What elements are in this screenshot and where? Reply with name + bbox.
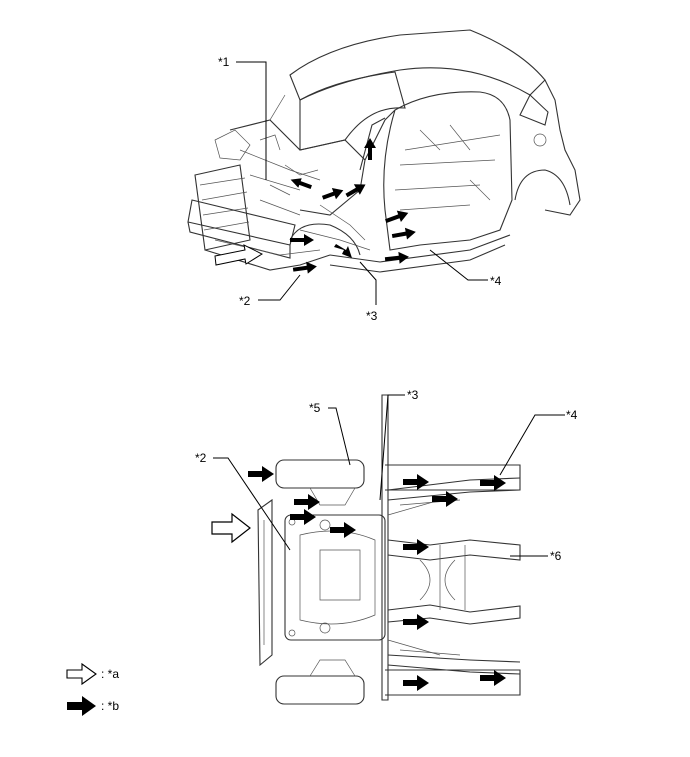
top-callout-leaders bbox=[236, 61, 488, 305]
callout-3-bottom: *3 bbox=[407, 388, 419, 402]
callout-2-bottom: *2 bbox=[195, 451, 207, 465]
solid-arrow-icon bbox=[403, 474, 429, 490]
car-body-shell-3d bbox=[187, 29, 581, 273]
top-solid-arrows bbox=[290, 138, 416, 274]
solid-arrow-icon bbox=[384, 251, 409, 264]
outline-arrow-icon bbox=[66, 662, 97, 686]
solid-arrow-icon bbox=[290, 178, 312, 189]
solid-arrow-icon bbox=[403, 675, 429, 691]
solid-arrow-icon bbox=[364, 138, 376, 160]
solid-arrow-icon bbox=[330, 522, 356, 538]
underbody-view bbox=[257, 394, 521, 705]
solid-arrow-icon bbox=[248, 466, 274, 482]
solid-arrow-icon bbox=[345, 184, 366, 198]
solid-arrow-icon bbox=[480, 670, 506, 686]
solid-arrow-icon bbox=[391, 227, 416, 240]
legend-solid-label: : *b bbox=[101, 699, 119, 713]
solid-arrow-icon bbox=[290, 234, 314, 246]
legend-outline-label: : *a bbox=[101, 667, 119, 681]
solid-arrow-icon bbox=[292, 261, 317, 274]
outline-arrow-icon bbox=[211, 512, 251, 544]
solid-arrow-icon bbox=[403, 539, 429, 555]
solid-arrow-icon bbox=[403, 614, 429, 630]
callout-4-top: *4 bbox=[490, 274, 502, 288]
solid-arrow-icon bbox=[480, 475, 506, 491]
solid-arrow-icon bbox=[290, 509, 316, 525]
solid-arrow-icon bbox=[334, 244, 352, 258]
bottom-solid-arrows bbox=[248, 466, 506, 691]
solid-arrow-icon bbox=[432, 491, 458, 507]
solid-arrow-icon bbox=[321, 188, 344, 200]
callout-1: *1 bbox=[218, 55, 230, 69]
callout-2-top: *2 bbox=[239, 294, 251, 308]
solid-arrow-icon bbox=[385, 210, 409, 223]
callout-6: *6 bbox=[550, 549, 562, 563]
outline-arrow-icon bbox=[214, 244, 264, 266]
callout-3-top: *3 bbox=[366, 309, 378, 323]
bottom-callout-leaders bbox=[213, 394, 565, 557]
legend: : *a : *b bbox=[66, 662, 119, 716]
callout-5: *5 bbox=[309, 401, 321, 415]
callout-4-bottom: *4 bbox=[566, 408, 578, 422]
solid-arrow-icon bbox=[67, 696, 96, 716]
solid-arrow-icon bbox=[294, 494, 320, 510]
